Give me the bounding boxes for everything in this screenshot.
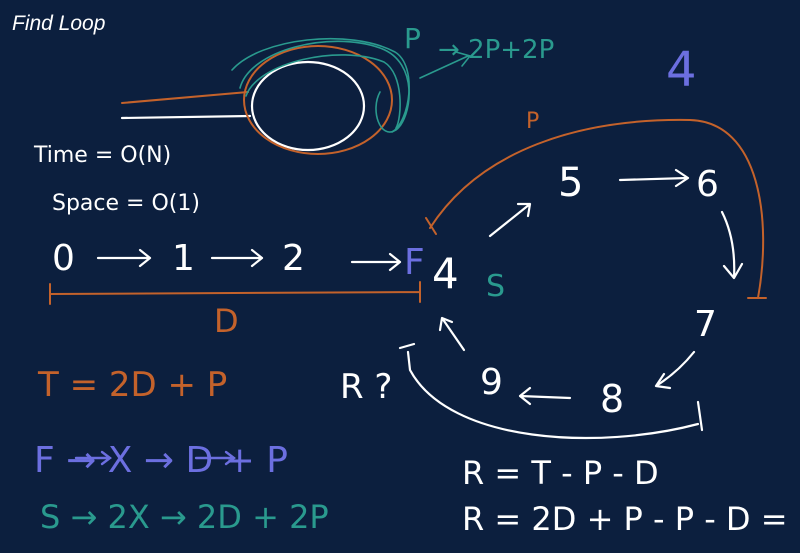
loop-sketch bbox=[120, 37, 472, 155]
node-8: 8 bbox=[600, 377, 624, 421]
arrow-9-4 bbox=[438, 316, 466, 352]
node-9: 9 bbox=[480, 362, 503, 403]
teal-p-label: P bbox=[404, 22, 421, 55]
fast-marker: F bbox=[404, 242, 425, 283]
r-equation-2: R = 2D + P - P - D = D bbox=[462, 500, 800, 538]
distance-label: D bbox=[214, 302, 239, 340]
sketch-loop-white bbox=[250, 60, 366, 152]
sketch-scribble-teal-1 bbox=[239, 40, 410, 133]
sketch-scribble-teal-3 bbox=[245, 54, 401, 129]
teal-formula: → 2P+2P bbox=[438, 35, 554, 65]
arrow-5-6 bbox=[618, 168, 690, 188]
arrow-7-8 bbox=[654, 350, 696, 390]
corner-number: 4 bbox=[666, 42, 697, 98]
sketch-scribble-teal-2 bbox=[231, 37, 410, 133]
loop-length-label: P bbox=[526, 109, 539, 134]
remaining-arc bbox=[398, 342, 704, 440]
sketch-loop-orange bbox=[243, 45, 393, 155]
node-2: 2 bbox=[282, 238, 305, 279]
arrow-1-2 bbox=[210, 248, 264, 268]
linear-path bbox=[96, 248, 402, 272]
node-6: 6 bbox=[696, 164, 719, 205]
loop-length-arc bbox=[425, 118, 767, 299]
space-complexity: Space = O(1) bbox=[52, 191, 200, 216]
arrow-0-1 bbox=[96, 248, 152, 268]
page-title: Find Loop bbox=[12, 12, 106, 35]
question-label: R ? bbox=[340, 367, 392, 407]
node-1: 1 bbox=[172, 238, 195, 279]
node-7: 7 bbox=[694, 304, 717, 345]
sketch-tail-white bbox=[120, 114, 252, 120]
bracket-line bbox=[49, 281, 421, 305]
time-complexity: Time = O(N) bbox=[33, 143, 171, 168]
t-equation: T = 2D + P bbox=[37, 365, 227, 405]
r-equation-1: R = T - P - D bbox=[462, 454, 659, 492]
arrow-4-5 bbox=[488, 202, 532, 238]
node-4: 4 bbox=[432, 249, 459, 298]
node-0: 0 bbox=[52, 238, 75, 279]
arrow-8-9 bbox=[518, 386, 572, 406]
arrow-6-7 bbox=[720, 210, 744, 280]
sketch-tail-orange bbox=[121, 91, 249, 104]
f-eq-arrow-2 bbox=[194, 450, 236, 466]
loop-arrows bbox=[438, 168, 744, 406]
f-eq-arrow-1 bbox=[74, 450, 112, 466]
node-5: 5 bbox=[558, 160, 583, 206]
f-equation: F → X → D + P bbox=[34, 440, 288, 481]
teal-arrow bbox=[419, 51, 472, 79]
slow-marker: S bbox=[486, 269, 505, 304]
distance-bracket bbox=[49, 281, 421, 305]
arrow-2-4 bbox=[350, 252, 402, 272]
s-equation: S → 2X → 2D + 2P bbox=[40, 498, 329, 536]
